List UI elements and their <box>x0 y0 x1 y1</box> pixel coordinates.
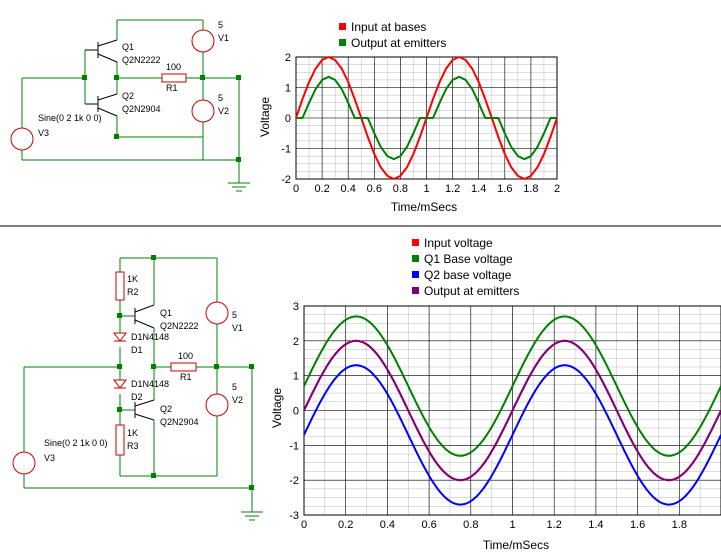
x-tick-label: 2 <box>554 183 560 195</box>
q1-name: Q1 <box>122 42 134 52</box>
legend-label-1: Output at emitters <box>351 36 446 50</box>
y-tick-label: 1 <box>285 83 291 95</box>
x-tick-label: 1.6 <box>630 519 645 531</box>
bv2-value: 5 <box>232 382 237 392</box>
bv1-value: 5 <box>232 310 237 320</box>
legend-swatch-0 <box>339 23 346 30</box>
bottom-chart: 0 0.2 0.4 0.6 0.8 1 1.2 1.4 1.6 1.8 -3 -2 -1 0 1 2 3 Inp… <box>270 236 721 552</box>
series-line-2 <box>303 364 721 506</box>
y-tick-label: -2 <box>289 475 299 487</box>
x-tick-label: 1.6 <box>497 183 512 195</box>
x-tick-label: 1.2 <box>445 183 460 195</box>
series-line-1 <box>303 315 721 457</box>
r3-value: 1K <box>127 428 138 438</box>
y-tick-label: 3 <box>293 301 299 313</box>
r2-name: R2 <box>127 287 139 297</box>
q2-name: Q2 <box>122 91 134 101</box>
legend-swatch-0 <box>412 239 419 246</box>
x-tick-label: 0.6 <box>367 183 382 195</box>
y-tick-label: 2 <box>285 52 291 64</box>
legend-label-3: Output at emitters <box>424 284 519 298</box>
x-tick-label: 0.4 <box>341 183 356 195</box>
legend-swatch-2 <box>412 271 419 278</box>
v2-value: 5 <box>218 93 223 103</box>
y-tick-label: 0 <box>293 406 299 418</box>
top-chart-xlabel: Time/mSecs <box>391 200 457 214</box>
bottom-chart-xlabel: Time/mSecs <box>483 538 549 552</box>
bq1-name: Q1 <box>160 308 172 318</box>
legend-swatch-3 <box>412 287 419 294</box>
legend-label-1: Q1 Base voltage <box>424 252 513 266</box>
v3-name: V3 <box>38 128 49 138</box>
bv2-name: V2 <box>232 395 243 405</box>
r3-name: R3 <box>127 441 139 451</box>
d1-part: D1N4148 <box>131 332 169 342</box>
legend-swatch-1 <box>339 39 346 46</box>
legend-label-0: Input voltage <box>424 236 493 250</box>
x-tick-label: 1.4 <box>588 519 603 531</box>
top-schematic-nodes <box>82 75 241 162</box>
bottom-schematic-nodes <box>117 255 254 490</box>
y-tick-label: -1 <box>281 144 291 156</box>
y-tick-label: 2 <box>293 336 299 348</box>
top-chart-ylabel: Voltage <box>258 97 272 137</box>
bq2-name: Q2 <box>160 404 172 414</box>
d2-part: D1N4148 <box>131 379 169 389</box>
y-tick-label: -2 <box>281 174 291 186</box>
x-tick-label: 1.8 <box>672 519 687 531</box>
v2-name: V2 <box>218 106 229 116</box>
q2-part: Q2N2904 <box>122 104 161 114</box>
v3-spec: Sine(0 2 1k 0 0) <box>38 113 102 123</box>
r2-value: 1K <box>127 274 138 284</box>
bottom-chart-ylabel: Voltage <box>270 388 284 428</box>
bq1-part: Q2N2222 <box>160 321 199 331</box>
bottom-schematic <box>12 257 263 521</box>
x-tick-label: 0.2 <box>338 519 353 531</box>
x-tick-label: 0.8 <box>393 183 408 195</box>
br1-name: R1 <box>180 372 192 382</box>
legend-swatch-1 <box>412 255 419 262</box>
x-tick-label: 1 <box>509 519 515 531</box>
x-tick-label: 0.8 <box>463 519 478 531</box>
v1-value: 5 <box>218 20 223 30</box>
x-tick-label: 1 <box>423 183 429 195</box>
d1-name: D1 <box>131 345 143 355</box>
series-line-1 <box>296 75 557 161</box>
bv1-name: V1 <box>232 323 243 333</box>
y-tick-label: 0 <box>285 113 291 125</box>
y-tick-label: 1 <box>293 371 299 383</box>
br1-value: 100 <box>178 351 193 361</box>
x-tick-label: 0.2 <box>314 183 329 195</box>
y-tick-label: -1 <box>289 440 299 452</box>
q1-part: Q2N2222 <box>122 55 161 65</box>
y-tick-label: -3 <box>289 510 299 522</box>
bottom-schematic-labels: 1K R2 D1N4148 D1 D1N4148 D2 1K R3 Q1 Q2N… <box>44 274 243 463</box>
x-tick-label: 0 <box>293 183 299 195</box>
bv3-spec: Sine(0 2 1k 0 0) <box>44 438 108 448</box>
series-line-3 <box>303 339 721 482</box>
x-tick-label: 0.6 <box>421 519 436 531</box>
x-tick-label: 0 <box>301 519 307 531</box>
x-tick-label: 1.4 <box>471 183 486 195</box>
legend-label-2: Q2 base voltage <box>424 268 512 282</box>
bq2-part: Q2N2904 <box>160 417 199 427</box>
d2-name: D2 <box>131 392 143 402</box>
bv3-name: V3 <box>44 453 55 463</box>
legend-label-0: Input at bases <box>351 20 426 34</box>
r1-name: R1 <box>166 83 178 93</box>
r1-value: 100 <box>166 62 181 72</box>
x-tick-label: 0.4 <box>380 519 395 531</box>
x-tick-label: 1.2 <box>547 519 562 531</box>
top-chart: 0 0.2 0.4 0.6 0.8 1 1.2 1.4 1.6 1.8 2 -2 -1 0 1 2 Input… <box>258 20 560 214</box>
top-schematic-labels: Q1 Q2N2222 Q2 Q2N2904 100 R1 5 V1 5 V2 S… <box>38 20 229 138</box>
v1-name: V1 <box>218 33 229 43</box>
x-tick-label: 1.8 <box>523 183 538 195</box>
